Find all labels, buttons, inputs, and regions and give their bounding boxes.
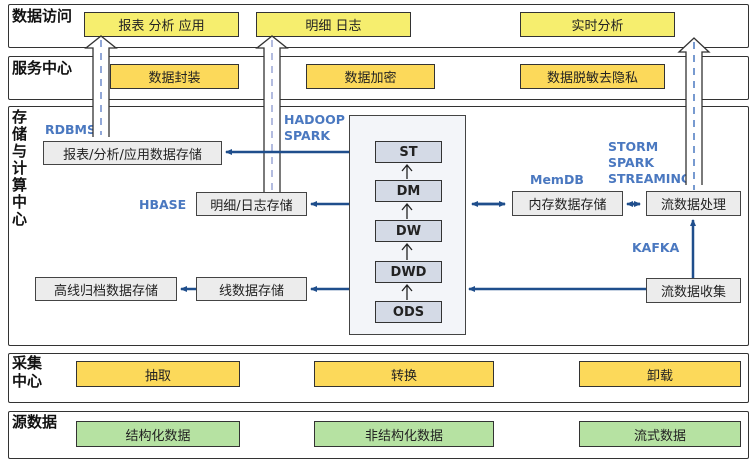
title-char: 中 bbox=[12, 193, 28, 211]
access-box-report: 报表 分析 应用 bbox=[84, 12, 239, 37]
title-char: 储 bbox=[12, 125, 28, 143]
source-box-unstructured: 非结构化数据 bbox=[314, 421, 494, 447]
tech-label-memdb: MemDB bbox=[530, 172, 584, 187]
service-box-encryption: 数据加密 bbox=[306, 64, 435, 89]
service-box-encapsulation: 数据封装 bbox=[110, 64, 239, 89]
tech-label-hadoop: HADOOP bbox=[284, 112, 345, 127]
tech-label-rdbms: RDBMS bbox=[45, 122, 96, 137]
title-char: 计 bbox=[12, 159, 28, 177]
collection-box-extract: 抽取 bbox=[76, 361, 240, 387]
tech-label-spark-streaming-spark: SPARK bbox=[608, 155, 655, 170]
access-box-detail: 明细 日志 bbox=[256, 12, 411, 37]
tech-label-spark: SPARK bbox=[284, 128, 331, 143]
title-char: 算 bbox=[12, 176, 28, 194]
dw-layer-dwd: DWD bbox=[375, 261, 442, 283]
tech-label-kafka: KAFKA bbox=[632, 240, 680, 255]
source-box-structured: 结构化数据 bbox=[76, 421, 240, 447]
tech-label-streaming: STREAMING bbox=[608, 171, 692, 186]
box-stream-collection: 流数据收集 bbox=[646, 278, 741, 303]
box-offline-archive: 高线归档数据存储 bbox=[35, 277, 177, 301]
service-box-desensitization: 数据脱敏去隐私 bbox=[520, 64, 665, 89]
box-stream-processing: 流数据处理 bbox=[646, 191, 741, 216]
dw-layer-ods: ODS bbox=[375, 301, 442, 323]
collection-box-unload: 卸载 bbox=[579, 361, 741, 387]
box-online-storage: 线数据存储 bbox=[196, 277, 307, 301]
layer-title-storage-compute: 存 储 与 计 算 中 心 bbox=[12, 109, 30, 228]
access-box-realtime: 实时分析 bbox=[520, 12, 675, 37]
layer-title-collection-line1: 采集 bbox=[12, 354, 43, 372]
collection-box-transform: 转换 bbox=[314, 361, 494, 387]
dw-layer-dw: DW bbox=[375, 220, 442, 242]
dw-layer-dm: DM bbox=[375, 180, 442, 202]
layer-title-data-access: 数据访问 bbox=[12, 7, 73, 25]
title-char: 心 bbox=[12, 210, 28, 228]
box-memory-storage: 内存数据存储 bbox=[512, 191, 623, 216]
box-detail-storage: 明细/日志存储 bbox=[196, 192, 307, 216]
title-char: 存 bbox=[12, 108, 28, 126]
box-report-storage: 报表/分析/应用数据存储 bbox=[43, 141, 222, 165]
tech-label-hbase: HBASE bbox=[139, 197, 187, 212]
layer-title-collection-line2: 中心 bbox=[12, 372, 43, 390]
tech-label-storm: STORM bbox=[608, 139, 659, 154]
title-char: 与 bbox=[12, 142, 28, 160]
layer-title-source-data: 源数据 bbox=[12, 413, 58, 431]
layer-title-service-center: 服务中心 bbox=[12, 59, 73, 77]
source-box-streaming: 流式数据 bbox=[579, 421, 741, 447]
dw-layer-st: ST bbox=[375, 141, 442, 163]
data-warehouse-panel: ST DM DW DWD ODS bbox=[349, 115, 466, 335]
